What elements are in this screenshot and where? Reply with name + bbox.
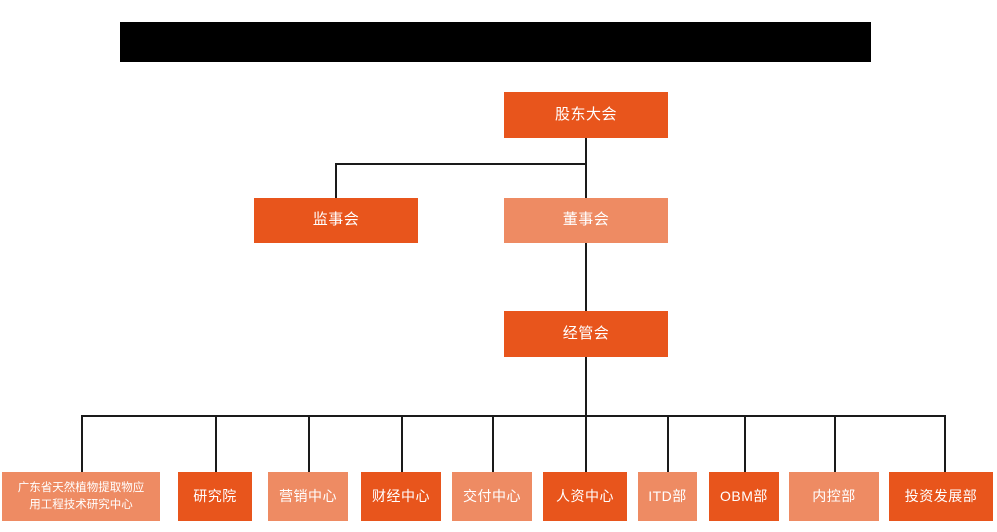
connector-management-down (585, 357, 587, 415)
node-research-institute[interactable]: 研究院 (178, 472, 252, 521)
node-label: 投资发展部 (904, 487, 978, 504)
node-engineering-research-center[interactable]: 广东省天然植物提取物应 用工程技术研究中心 (2, 472, 160, 521)
node-shareholders-meeting[interactable]: 股东大会 (504, 92, 668, 138)
connector-drop-hr-center (585, 415, 587, 472)
node-label: OBM部 (720, 487, 768, 504)
node-board-of-directors[interactable]: 董事会 (504, 198, 668, 243)
connector-drop-marketing-center (308, 415, 310, 472)
node-marketing-center[interactable]: 营销中心 (268, 472, 348, 521)
node-obm-department[interactable]: OBM部 (709, 472, 779, 521)
node-delivery-center[interactable]: 交付中心 (452, 472, 532, 521)
connector-drop-delivery-center (492, 415, 494, 472)
node-investment-development-department[interactable]: 投资发展部 (889, 472, 993, 521)
node-label-line1: 广东省天然植物提取物应 (17, 481, 145, 494)
node-label: 内控部 (812, 487, 856, 504)
node-label: ITD部 (648, 487, 687, 504)
connector-drop-investment-development-department (944, 415, 946, 472)
node-hr-center[interactable]: 人资中心 (543, 472, 627, 521)
node-label: 人资中心 (556, 487, 614, 504)
redacted-title-bar (120, 22, 871, 62)
connector-shareholders-down (585, 138, 587, 198)
node-label: 股东大会 (554, 105, 617, 123)
node-management-committee[interactable]: 经管会 (504, 311, 668, 357)
node-label: 研究院 (193, 487, 237, 504)
node-label: 广东省天然植物提取物应 用工程技术研究中心 (14, 480, 149, 513)
node-itd-department[interactable]: ITD部 (638, 472, 697, 521)
connector-level4-bus (81, 415, 945, 417)
connector-drop-finance-center (401, 415, 403, 472)
node-label: 营销中心 (279, 487, 337, 504)
connector-directors-to-management (585, 243, 587, 311)
node-label: 财经中心 (372, 487, 430, 504)
connector-drop-obm-department (744, 415, 746, 472)
connector-level2-bus (335, 163, 586, 165)
connector-supervisors-down (335, 163, 337, 198)
connector-drop-research-institute (215, 415, 217, 472)
node-label: 监事会 (312, 211, 360, 229)
node-label: 交付中心 (463, 487, 521, 504)
node-label-line2: 用工程技术研究中心 (29, 498, 133, 511)
node-finance-center[interactable]: 财经中心 (361, 472, 441, 521)
node-internal-control-department[interactable]: 内控部 (789, 472, 879, 521)
node-label: 董事会 (562, 211, 610, 229)
connector-drop-internal-control-department (834, 415, 836, 472)
node-board-of-supervisors[interactable]: 监事会 (254, 198, 418, 243)
connector-drop-engineering-research-center (81, 415, 83, 472)
connector-drop-itd-department (667, 415, 669, 472)
node-label: 经管会 (562, 324, 610, 342)
